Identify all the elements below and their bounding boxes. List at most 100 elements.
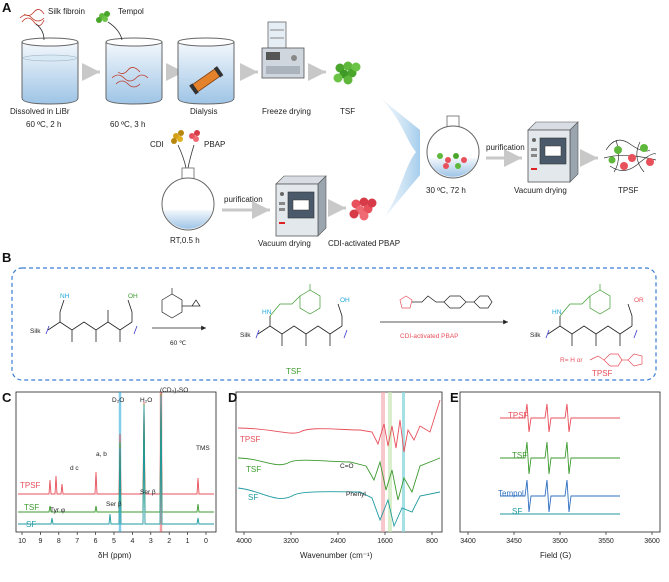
label-step1-cond: 60 ºC, 2 h xyxy=(26,120,61,129)
c-sample-tpsf: TPSF xyxy=(20,481,41,490)
d-tick-label: 2400 xyxy=(330,538,346,545)
c-label-h2o: H₂O xyxy=(140,397,152,404)
vacuum-oven-2 xyxy=(527,121,579,183)
b-or: OR xyxy=(634,297,644,304)
c-tick-label: 8 xyxy=(57,538,61,545)
label-final-cond: 30 ºC, 72 h xyxy=(426,186,466,195)
d-ann-co: C=O xyxy=(340,463,354,470)
tempol-adduct-2 xyxy=(269,284,321,317)
b-hn-1: HN xyxy=(262,309,272,316)
c-label-ab: a, b xyxy=(96,451,107,458)
tsf-cluster-icon xyxy=(333,61,361,85)
e-spectra xyxy=(500,403,620,515)
e-tick-label: 3450 xyxy=(506,538,522,545)
d-tick-label: 3200 xyxy=(283,538,299,545)
d-band-phenyl xyxy=(402,392,405,532)
c-label-serb2: Ser β xyxy=(140,489,156,496)
d-sample-tsf: TSF xyxy=(246,465,261,474)
d-ann-phenyl: Phenyl xyxy=(346,491,366,498)
label-rt: RT,0.5 h xyxy=(170,236,200,245)
scheme-box xyxy=(11,267,657,381)
b-tsf: TSF xyxy=(286,367,301,376)
d-sample-sf: SF xyxy=(248,493,258,502)
e-tick-label: 3550 xyxy=(598,538,614,545)
flask-rt xyxy=(161,167,215,231)
d-tick-label: 4000 xyxy=(236,538,252,545)
e-sample-tpsf: TPSF xyxy=(508,411,529,420)
freeze-dryer-icon xyxy=(261,21,305,79)
e-sample-tempol: Tempol xyxy=(498,489,524,498)
e-series-tsf xyxy=(500,441,620,475)
silk-structure-3 xyxy=(545,303,638,346)
label-silk-fibroin: Silk fibroin xyxy=(48,7,85,16)
c-tick-label: 10 xyxy=(18,538,26,545)
silk-structure-2 xyxy=(255,303,348,346)
c-xlabel: δH (ppm) xyxy=(98,551,132,560)
b-silk-3: Silk xyxy=(530,332,541,339)
cdi-icon xyxy=(171,130,184,144)
e-tick-label: 3400 xyxy=(460,538,476,545)
panel-label-c: C xyxy=(2,390,12,405)
beaker-tempol xyxy=(105,37,163,105)
tempol-epoxide-structure xyxy=(161,288,201,319)
pbap-icon xyxy=(189,130,200,142)
c-tick-label: 4 xyxy=(130,538,134,545)
c-tick-label: 7 xyxy=(75,538,79,545)
panel-label-d: D xyxy=(228,390,237,405)
b-temp: 60 ℃ xyxy=(170,340,187,347)
c-label-dc: d c xyxy=(70,465,79,472)
label-tsf: TSF xyxy=(340,107,355,116)
d-band-co2 xyxy=(388,392,392,532)
d-series-tsf xyxy=(237,457,441,501)
e-sample-tsf: TSF xyxy=(512,451,527,460)
label-purification1: purification xyxy=(224,195,263,204)
pour-lines xyxy=(177,144,195,169)
silk-structure-1 xyxy=(45,299,138,342)
pbap-structure xyxy=(399,295,493,309)
label-step2-cond: 60 ºC, 3 h xyxy=(110,120,145,129)
d-series-sf xyxy=(237,487,441,528)
b-silk-1: Silk xyxy=(30,328,41,335)
d-series-tpsf xyxy=(237,399,441,453)
merge-funnel xyxy=(368,88,420,218)
e-series-tpsf xyxy=(500,403,620,433)
e-tick-label: 3600 xyxy=(644,538,660,545)
e-series-tempol xyxy=(500,479,620,513)
cdi-pbap-cluster-icon xyxy=(349,197,377,221)
d-tick-label: 1600 xyxy=(377,538,393,545)
c-sample-tsf: TSF xyxy=(24,503,39,512)
label-cdi: CDI xyxy=(150,140,164,149)
d-xlabel: Wavenumber (cm⁻¹) xyxy=(300,551,373,560)
d-tick-label: 800 xyxy=(426,538,438,545)
tempol-icon xyxy=(96,11,123,41)
panel-label-a: A xyxy=(2,0,12,15)
c-series-sf xyxy=(18,395,214,525)
label-dialysis: Dialysis xyxy=(190,107,218,116)
c-tick-label: 6 xyxy=(94,538,98,545)
d-frame xyxy=(235,391,443,533)
c-tick-label: 1 xyxy=(186,538,190,545)
c-tick-label: 2 xyxy=(167,538,171,545)
label-freeze-drying: Freeze drying xyxy=(262,107,311,116)
r-group-structure xyxy=(589,353,643,367)
c-label-tyr: Tyr φ xyxy=(50,507,65,514)
vacuum-oven-1 xyxy=(275,175,327,237)
c-label-d2o: D₂O xyxy=(112,397,124,404)
silk-fibroin-icon xyxy=(19,9,45,41)
panel-label-e: E xyxy=(450,390,459,405)
c-label-serb1: Ser β xyxy=(106,501,122,508)
c-tick-label: 9 xyxy=(38,538,42,545)
c-label-dmso: (CD₃)₂SO xyxy=(160,387,188,394)
panel-label-b: B xyxy=(2,250,11,265)
label-dissolved: Dissolved in LiBr xyxy=(10,107,70,116)
tempol-adduct-3 xyxy=(559,284,611,317)
d-band-co xyxy=(381,392,385,532)
b-hn-2: HN xyxy=(552,309,562,316)
c-label-tms: TMS xyxy=(196,445,210,452)
c-tick-label: 0 xyxy=(204,538,208,545)
b-nh2: NH xyxy=(60,293,70,300)
flask-reaction xyxy=(426,115,480,179)
c-frame xyxy=(15,391,217,533)
